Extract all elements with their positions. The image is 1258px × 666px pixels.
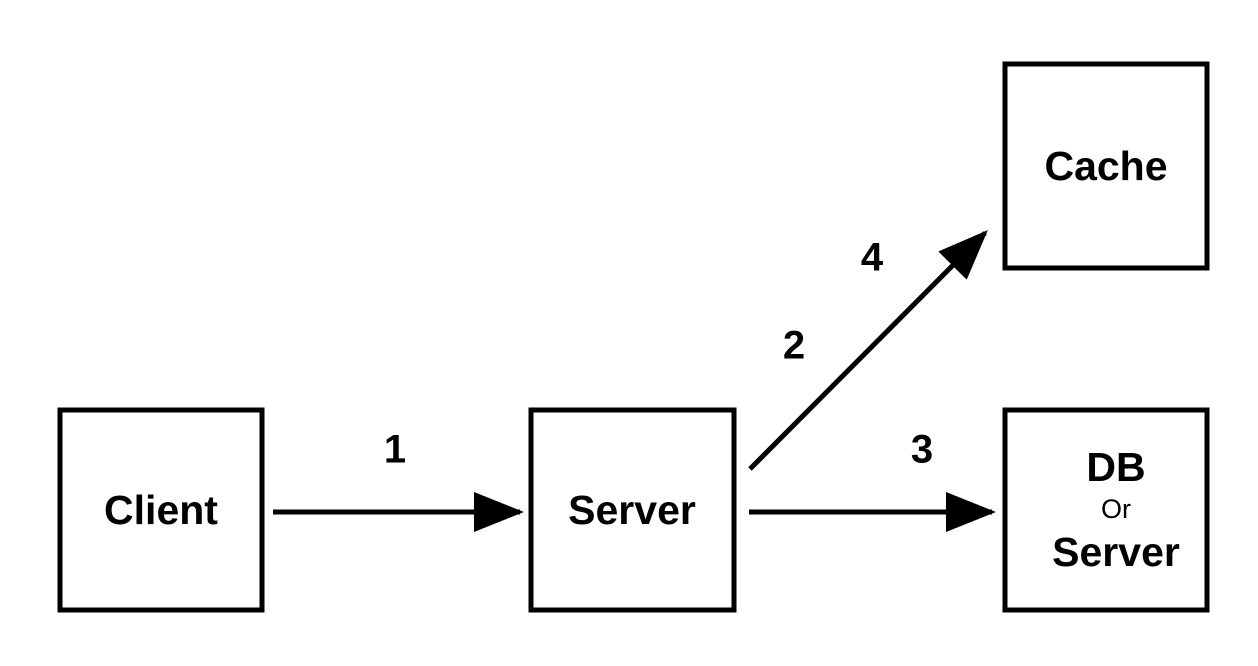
edge-server-to-db: 3 bbox=[749, 428, 997, 532]
node-db-label-secondary: Server bbox=[1052, 529, 1180, 575]
edge-server-to-cache: 2 4 bbox=[748, 230, 988, 471]
node-server-box[interactable] bbox=[528, 407, 737, 613]
node-cache-box[interactable] bbox=[1002, 61, 1210, 271]
node-client-label: Client bbox=[104, 487, 218, 533]
edge-1-label: 1 bbox=[384, 428, 406, 472]
node-client-box[interactable] bbox=[57, 407, 265, 613]
node-db[interactable]: DB Or Server bbox=[1002, 407, 1210, 613]
node-cache[interactable]: Cache bbox=[1002, 61, 1210, 271]
node-cache-label: Cache bbox=[1044, 143, 1167, 189]
edge-4-label: 4 bbox=[861, 236, 884, 280]
node-db-box[interactable] bbox=[1002, 407, 1210, 613]
node-server[interactable]: Server bbox=[528, 407, 737, 613]
node-server-label: Server bbox=[568, 487, 696, 533]
node-db-label-conjunction: Or bbox=[1101, 494, 1131, 524]
edge-client-to-server: 1 bbox=[273, 428, 525, 532]
node-client[interactable]: Client bbox=[57, 407, 265, 613]
node-db-label-primary: DB bbox=[1086, 444, 1145, 490]
edge-3-label: 3 bbox=[911, 428, 933, 472]
edge-2-4-line bbox=[748, 230, 988, 471]
edge-2-label: 2 bbox=[783, 324, 805, 368]
